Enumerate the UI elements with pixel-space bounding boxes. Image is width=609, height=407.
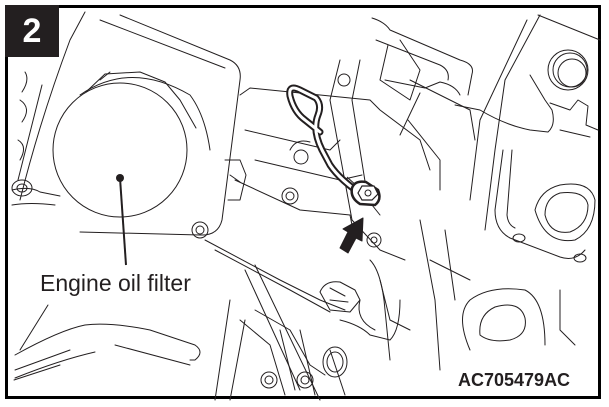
- ground-terminal-bolt: [350, 180, 381, 207]
- upper-housing: [371, 14, 601, 231]
- left-details: [11, 71, 61, 206]
- lower-middle-parts: [239, 279, 411, 396]
- lower-right-parts: [419, 149, 596, 371]
- figure-reference-code: AC705479AC: [458, 370, 571, 390]
- oil-filter-callout-label: Engine oil filter: [38, 270, 193, 297]
- right-bracket: [329, 39, 476, 361]
- oil-filter-leader: [116, 174, 127, 266]
- bolt-holes: [191, 187, 314, 389]
- arrow-up-right-icon: [339, 217, 364, 254]
- filter-bracket: [19, 11, 241, 236]
- oil-pan-rail: [13, 304, 201, 381]
- oil-filter: [52, 71, 211, 218]
- figure-frame: [5, 5, 601, 399]
- step-number-badge: 2: [5, 5, 59, 57]
